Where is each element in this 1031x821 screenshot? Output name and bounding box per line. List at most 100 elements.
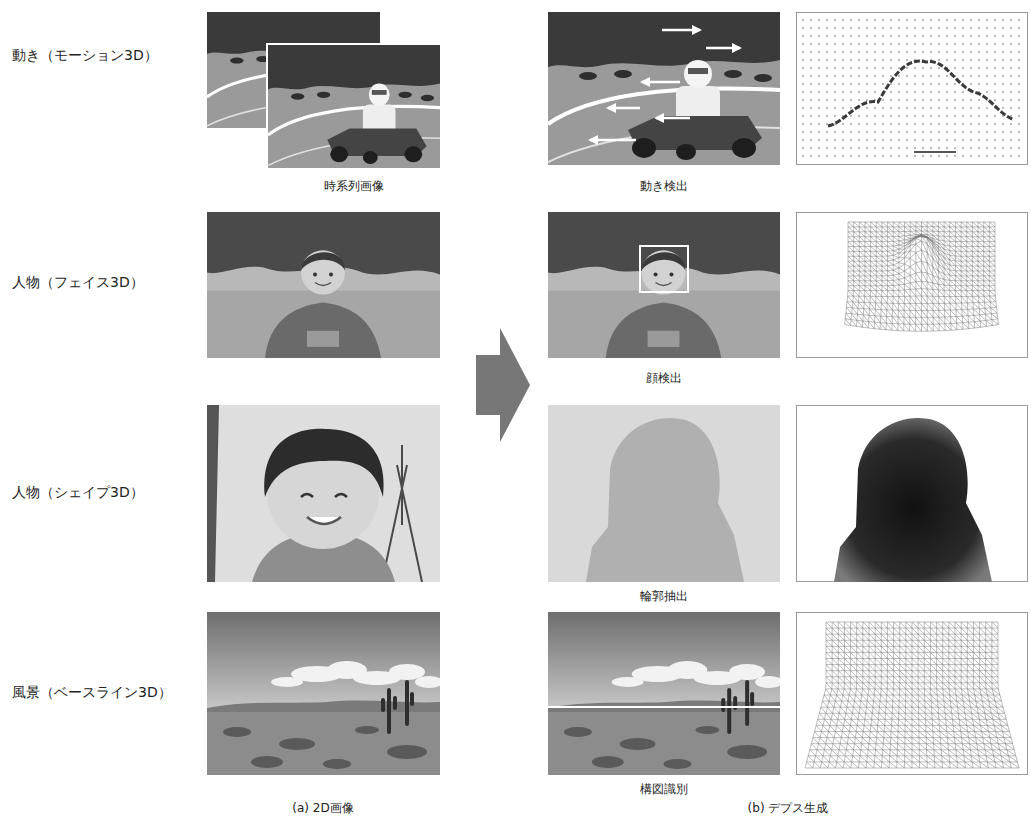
- vector-dot: [1010, 107, 1012, 109]
- vector-dot: [810, 67, 812, 69]
- vector-dot: [858, 83, 860, 85]
- vector-dot: [922, 115, 924, 117]
- vector-dot: [978, 19, 980, 21]
- vector-dot: [850, 83, 852, 85]
- vector-dot: [898, 107, 900, 109]
- vector-dot: [978, 131, 980, 133]
- vector-dot: [994, 99, 996, 101]
- vector-dot: [962, 139, 964, 141]
- vector-dot: [818, 147, 820, 149]
- vector-dot: [930, 155, 932, 157]
- vector-dot: [882, 139, 884, 141]
- vector-dot: [1010, 59, 1012, 61]
- vector-dot: [818, 43, 820, 45]
- vector-dot: [994, 19, 996, 21]
- vector-dot: [994, 35, 996, 37]
- vector-dot: [882, 67, 884, 69]
- vector-dot: [994, 123, 996, 125]
- vector-dot: [826, 123, 828, 125]
- depth-panel: [797, 213, 1028, 358]
- vector-dot: [890, 131, 892, 133]
- vector-dot: [882, 27, 884, 29]
- depth-panel: [797, 406, 1028, 582]
- vector-dot: [810, 35, 812, 37]
- vector-dot: [1010, 147, 1012, 149]
- vector-dot: [890, 155, 892, 157]
- vector-dot: [994, 91, 996, 93]
- motion-arrow: [656, 117, 690, 120]
- vector-dot: [842, 123, 844, 125]
- vector-dot: [1010, 91, 1012, 93]
- vector-dot: [890, 107, 892, 109]
- vector-dot: [1018, 27, 1020, 29]
- vector-dot: [818, 99, 820, 101]
- vector-dot: [834, 51, 836, 53]
- vector-dot: [946, 19, 948, 21]
- vector-dot: [962, 43, 964, 45]
- vector-dot: [962, 131, 964, 133]
- vector-dot: [1010, 131, 1012, 133]
- depth-mesh: [805, 622, 1019, 768]
- vector-dot: [946, 155, 948, 157]
- vector-dot: [938, 123, 940, 125]
- vector-field: [802, 19, 1020, 157]
- vector-dot: [866, 147, 868, 149]
- vector-dot: [850, 115, 852, 117]
- motion-arrow: [706, 47, 740, 50]
- vector-dot: [874, 51, 876, 53]
- vector-dot: [890, 43, 892, 45]
- vector-dot: [938, 91, 940, 93]
- vector-dot: [826, 75, 828, 77]
- vector-dot: [938, 107, 940, 109]
- vector-dot: [986, 107, 988, 109]
- vector-dot: [858, 67, 860, 69]
- vector-dot: [826, 35, 828, 37]
- vector-dot: [922, 43, 924, 45]
- vector-dot: [850, 67, 852, 69]
- vector-dot: [962, 107, 964, 109]
- vector-dot: [986, 19, 988, 21]
- vector-dot: [994, 147, 996, 149]
- vector-dot: [978, 27, 980, 29]
- vector-dot: [810, 83, 812, 85]
- vector-dot: [970, 155, 972, 157]
- vector-dot: [914, 91, 916, 93]
- photo: [207, 12, 780, 170]
- vector-dot: [866, 83, 868, 85]
- vector-dot: [866, 67, 868, 69]
- vector-dot: [1010, 83, 1012, 85]
- vector-dot: [850, 147, 852, 149]
- vector-dot: [834, 131, 836, 133]
- vector-dot: [890, 67, 892, 69]
- photo: [548, 212, 780, 358]
- vector-dot: [954, 115, 956, 117]
- vector-dot: [898, 67, 900, 69]
- vector-dot: [818, 91, 820, 93]
- vector-dot: [866, 123, 868, 125]
- vector-dot: [1018, 107, 1020, 109]
- vector-dot: [1018, 75, 1020, 77]
- vector-dot: [930, 131, 932, 133]
- panel-caption: (a) 2D画像: [292, 801, 353, 815]
- vector-dot: [874, 131, 876, 133]
- vector-dot: [810, 59, 812, 61]
- vector-dot: [874, 83, 876, 85]
- vector-dot: [1018, 35, 1020, 37]
- vector-dot: [938, 83, 940, 85]
- vector-dot: [978, 43, 980, 45]
- vector-dot: [930, 43, 932, 45]
- vector-dot: [914, 131, 916, 133]
- vector-dot: [898, 131, 900, 133]
- vector-dot: [818, 123, 820, 125]
- vector-dot: [914, 155, 916, 157]
- vector-dot: [978, 67, 980, 69]
- vector-dot: [930, 115, 932, 117]
- vector-dot: [1018, 83, 1020, 85]
- vector-dot: [834, 35, 836, 37]
- vector-dot: [938, 139, 940, 141]
- vector-dot: [802, 107, 804, 109]
- vector-dot: [898, 155, 900, 157]
- vector-dot: [986, 35, 988, 37]
- vector-dot: [874, 59, 876, 61]
